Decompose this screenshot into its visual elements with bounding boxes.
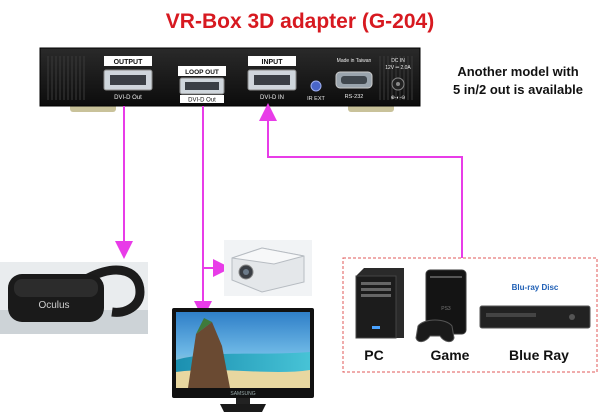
input-header-box — [248, 56, 296, 66]
loop-header-box — [178, 66, 226, 76]
input-port-label: DVI-D IN — [260, 95, 284, 101]
source-label-bluray: Blue Ray — [509, 347, 569, 363]
bluray-logo: Blu-ray Disc — [512, 283, 559, 292]
source-label-game: Game — [431, 347, 470, 363]
output-header: OUTPUT — [114, 59, 144, 66]
pc-tower — [355, 268, 404, 339]
ir-ext-label: IR EXT — [307, 96, 325, 102]
tv-neck — [236, 398, 250, 404]
arrow-sources-to-input — [259, 103, 463, 258]
adapter-device: OUTPUT DVI-D Out LOOP OUT DVI-D Out INPU… — [39, 47, 421, 112]
projector — [224, 240, 312, 296]
loop-port-label: DVI-D Out — [188, 98, 216, 104]
headset-brand: Oculus — [38, 300, 69, 311]
dc-rating-label: 12V ═ 2.0A — [385, 65, 411, 71]
headset-strap — [85, 265, 145, 317]
input-header: INPUT — [262, 59, 284, 66]
dc-polarity-label: ⊕-◐-⊖ — [391, 95, 406, 101]
source-label-pc: PC — [364, 347, 383, 363]
television: SAMSUNG — [172, 308, 314, 412]
tv-brand: SAMSUNG — [230, 391, 255, 397]
vr-headset: Oculus — [0, 262, 148, 334]
tv-rock — [188, 322, 230, 388]
note-line-1: Another model with — [457, 64, 578, 79]
dc-in-label: DC IN — [391, 58, 405, 64]
loop-port-label-box — [180, 95, 224, 103]
bluray-player: Blu-ray Disc — [479, 283, 591, 329]
tv-stand — [220, 404, 266, 412]
made-in-label: Made in Taiwan — [337, 58, 372, 64]
note-line-2: 5 in/2 out is available — [453, 82, 583, 97]
sources-box — [342, 257, 598, 373]
game-console: PS3 — [415, 269, 467, 343]
game-controller — [415, 319, 455, 343]
svg-text:PS3: PS3 — [441, 306, 451, 312]
diagram-title: VR-Box 3D adapter (G-204) — [166, 10, 434, 33]
loop-header: LOOP OUT — [185, 69, 219, 76]
ir-ext-jack — [310, 80, 322, 92]
output-port-label: DVI-D Out — [114, 95, 142, 101]
rs232-label: RS-232 — [345, 94, 364, 100]
vent-left — [47, 56, 85, 100]
output-header-box — [104, 56, 152, 66]
signal-arrows — [115, 103, 463, 319]
